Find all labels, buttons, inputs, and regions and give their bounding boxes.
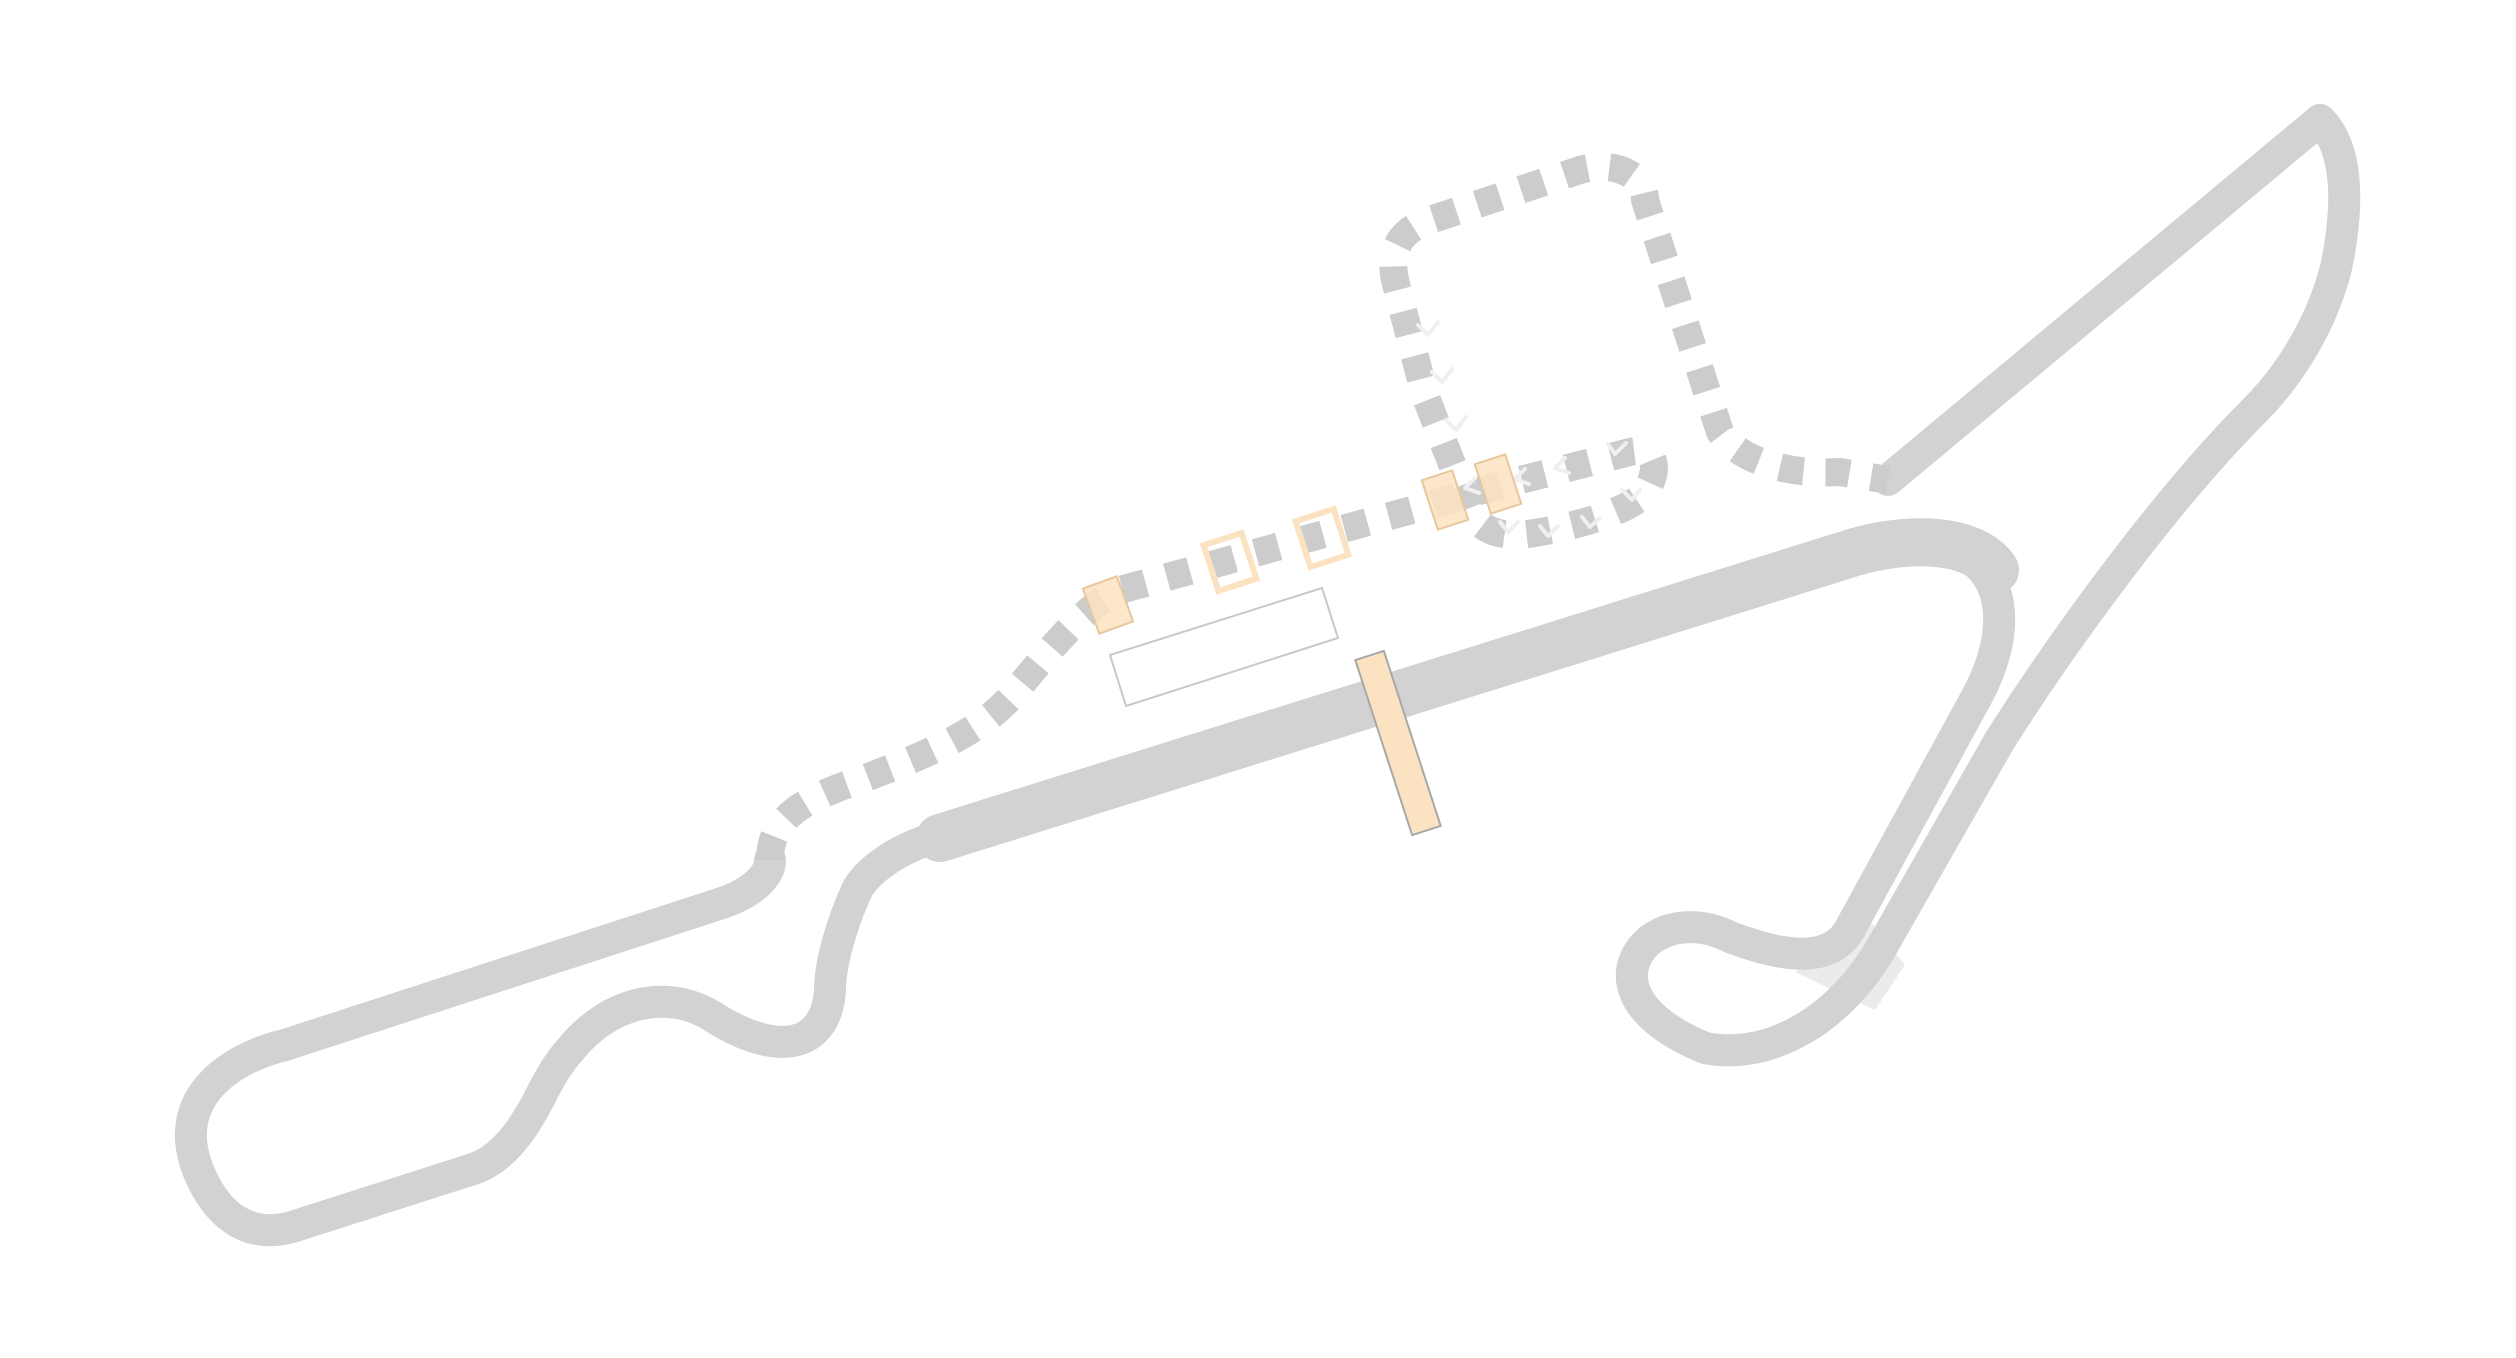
start-finish-line (1354, 649, 1442, 837)
chevron-arrow-icon (1444, 415, 1468, 432)
chevron-arrow-icon (1553, 456, 1571, 475)
chevron-arrow-icon (1513, 467, 1531, 486)
pit-garage-outline (1108, 586, 1340, 708)
chevron-arrow-icon (1463, 476, 1481, 495)
highlight-segment (1473, 453, 1523, 515)
chevron-arrow-icon (1580, 515, 1602, 529)
chevron-arrow-icon (1498, 520, 1520, 534)
back-straight (916, 518, 2019, 862)
highlight-segment (1081, 575, 1135, 635)
chevron-arrow-icon (1620, 488, 1642, 502)
chevron-arrow-icon (1606, 441, 1628, 456)
direction-arrows (1416, 320, 1642, 538)
chevron-arrow-icon (1416, 320, 1440, 337)
chevron-arrow-icon (1430, 367, 1454, 384)
highlight-segment (1199, 529, 1261, 595)
highlight-segment (1420, 469, 1470, 531)
pit-lane-highlights (1081, 453, 1523, 635)
dashed-pit-lane (756, 152, 1891, 861)
circuit-connector (1872, 104, 2336, 496)
highlight-segment (1291, 505, 1353, 571)
chevron-arrow-icon (1538, 524, 1560, 538)
race-circuit (175, 104, 2361, 1247)
